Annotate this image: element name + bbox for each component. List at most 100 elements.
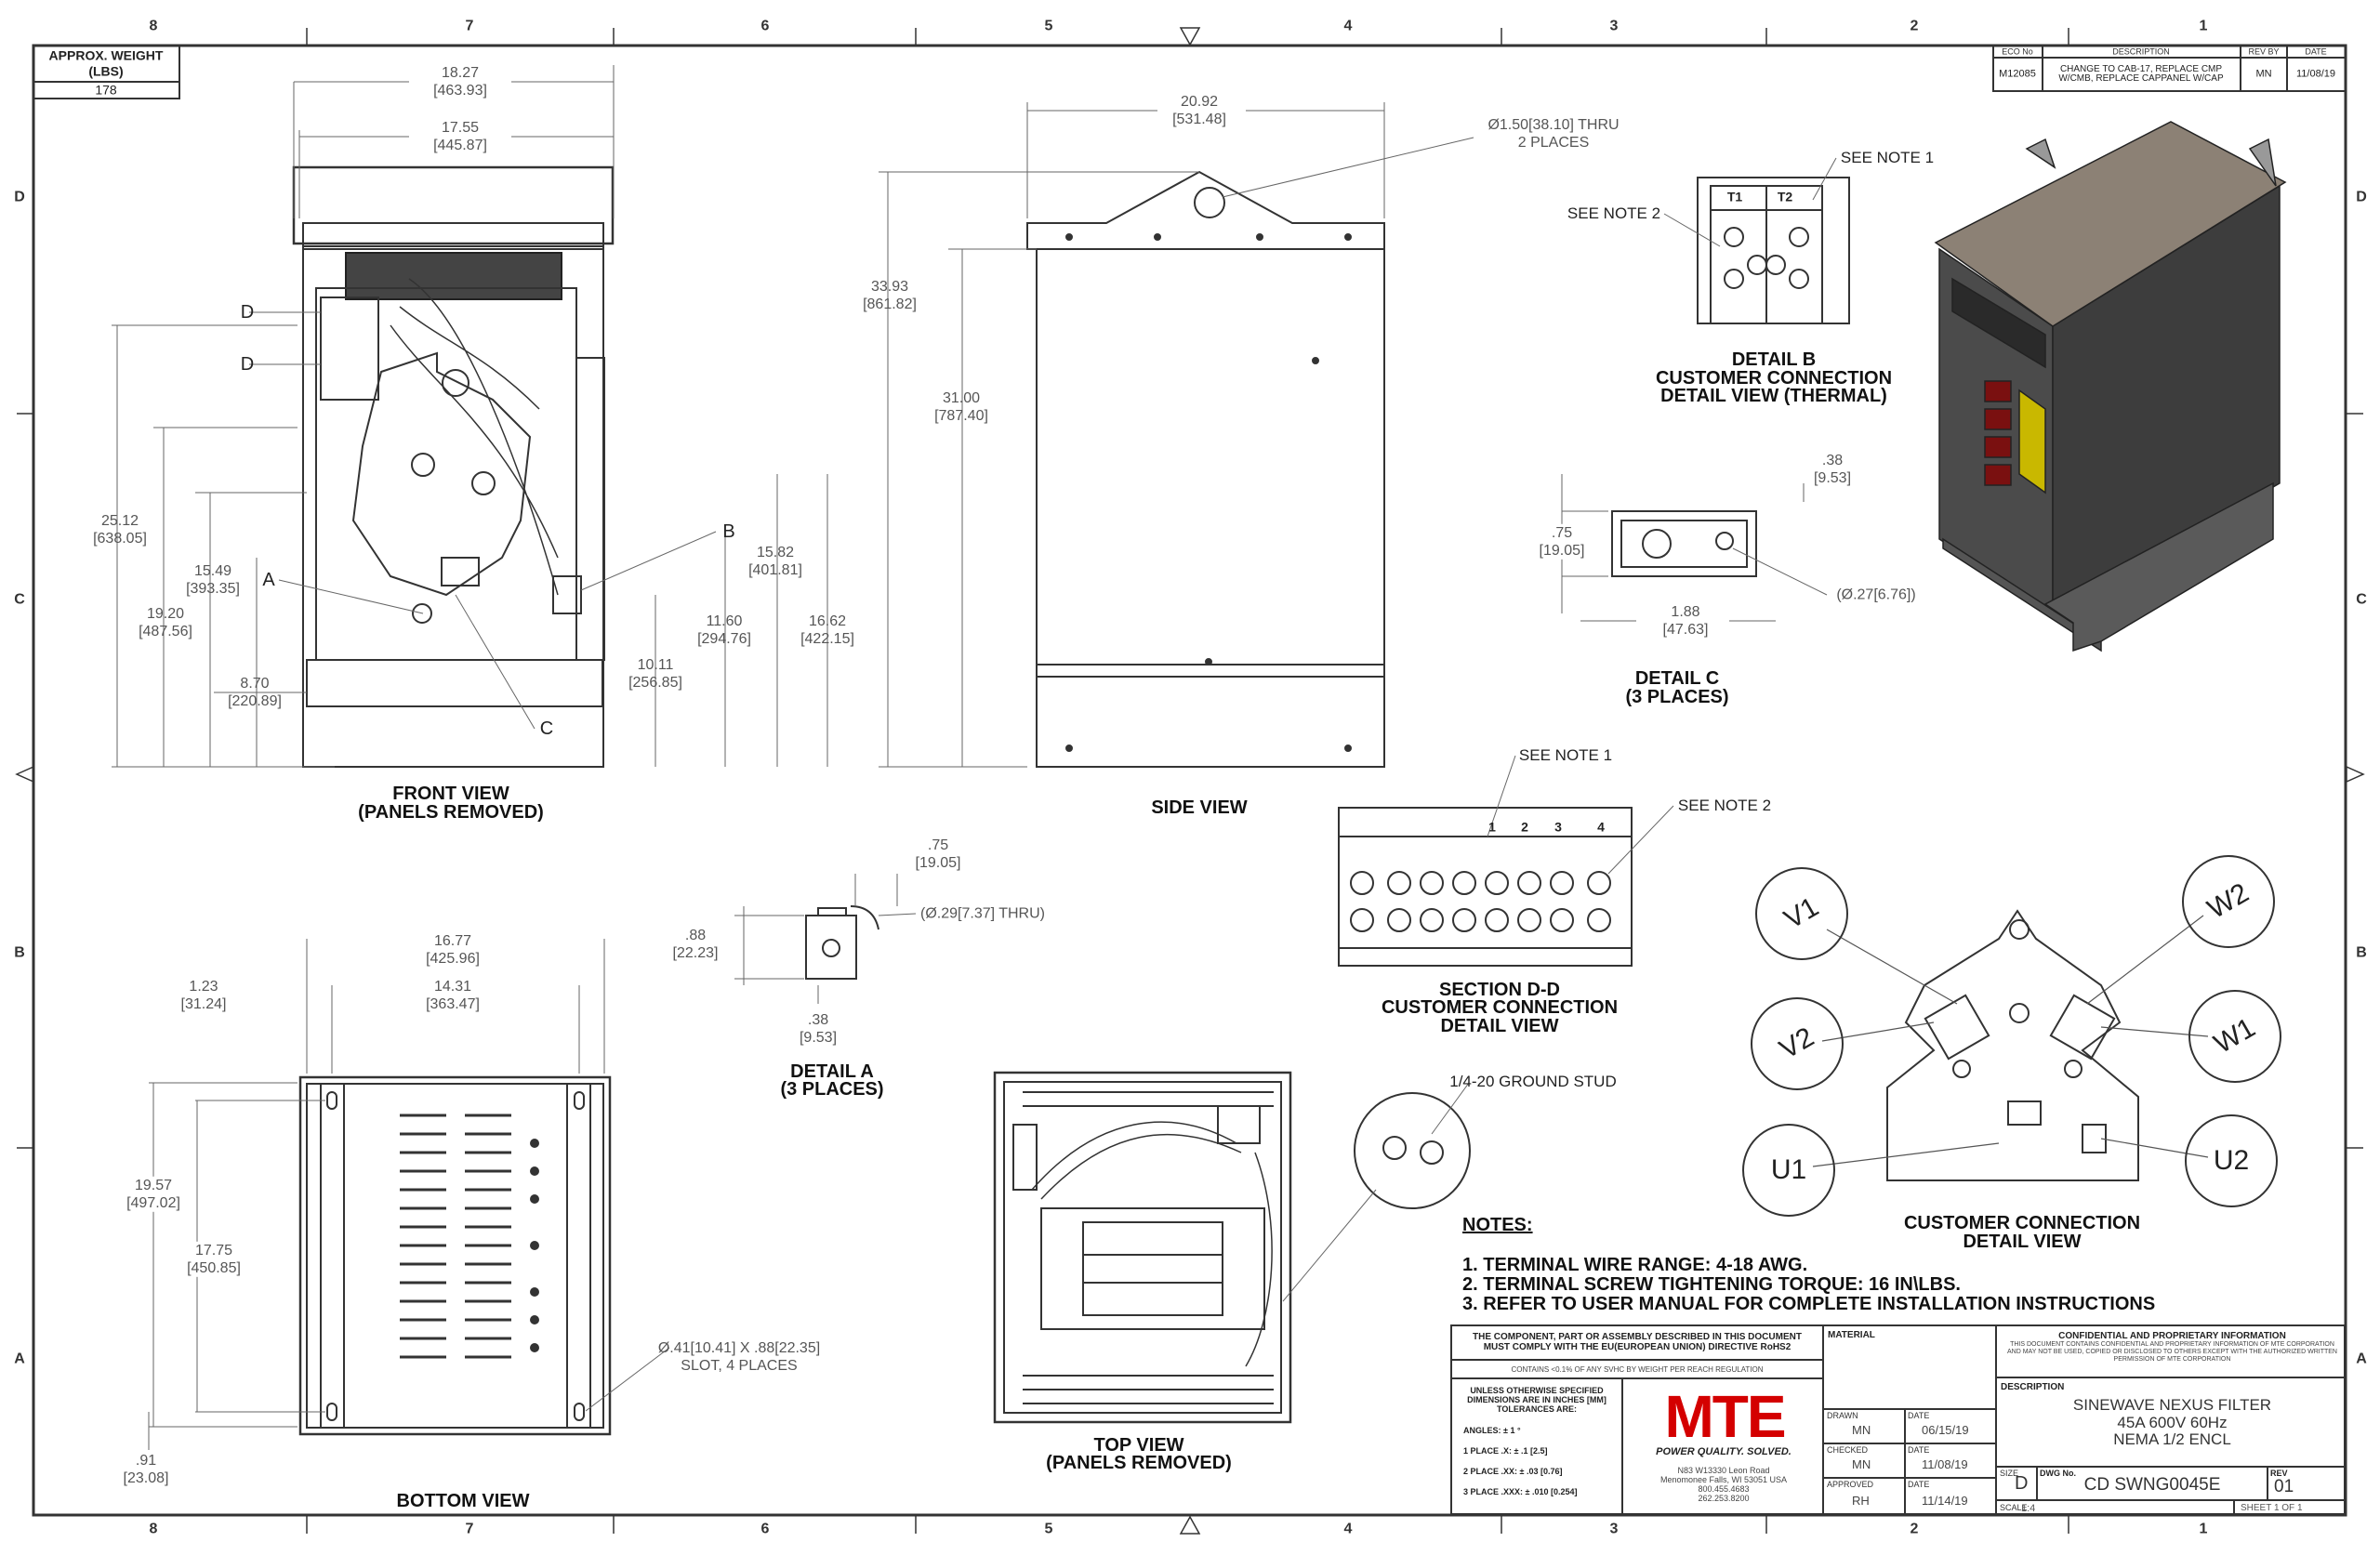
drawn-label: DRAWN xyxy=(1827,1411,1858,1420)
top-view-drawing xyxy=(993,1071,1471,1424)
hole-note: (Ø.27[6.76]) xyxy=(1836,586,1916,603)
checked-label: CHECKED xyxy=(1827,1445,1869,1455)
dim: .38[9.53] xyxy=(1813,452,1852,486)
section-dd-subtitle: CUSTOMER CONNECTION xyxy=(1381,997,1619,1018)
terminal-u1: U1 xyxy=(1770,1154,1807,1185)
dim: 10.11[256.85] xyxy=(628,656,682,691)
section-dd-title: SECTION D-D xyxy=(1439,980,1560,1000)
callout-b: B xyxy=(722,521,735,542)
sheet-number: SHEET 1 OF 1 xyxy=(2241,1503,2303,1513)
see-note-1: SEE NOTE 1 xyxy=(1840,148,1935,166)
zone-label: 6 xyxy=(760,1521,770,1537)
dim: 17.75[450.85] xyxy=(187,1241,241,1278)
isometric-enclosure-drawing xyxy=(1934,121,2287,652)
side-view-drawing xyxy=(879,102,1474,768)
rev-header-eco: ECO No xyxy=(2002,46,2033,57)
terminal-t2: T2 xyxy=(1777,189,1793,204)
rev-by: MN xyxy=(2255,68,2272,80)
section-dd-subtitle: DETAIL VIEW xyxy=(1440,1016,1559,1036)
zone-label: 1 xyxy=(2199,18,2208,34)
zone-label: A xyxy=(2356,1351,2367,1367)
dim: .38[9.53] xyxy=(799,1011,838,1046)
zone-label: 6 xyxy=(760,18,770,34)
note-item: 2. TERMINAL SCREW TIGHTENING TORQUE: 16 … xyxy=(1462,1274,1961,1295)
callout-a: A xyxy=(262,570,275,590)
dim-width-overall: 18.27[463.93] xyxy=(433,64,487,99)
dim: 14.31[363.47] xyxy=(426,978,480,1012)
see-note-1: SEE NOTE 1 xyxy=(1518,745,1613,764)
hole-note: (Ø.29[7.37] THRU) xyxy=(920,905,1045,922)
note-item: 3. REFER TO USER MANUAL FOR COMPLETE INS… xyxy=(1462,1294,2156,1314)
side-view-title: SIDE VIEW xyxy=(1151,797,1248,818)
dim: 1.23[31.24] xyxy=(180,978,227,1012)
zone-label: 8 xyxy=(149,18,158,34)
drawing-number: CD SWNG0045E xyxy=(2083,1475,2221,1495)
zone-label: 3 xyxy=(1609,18,1619,34)
sheet-size: D xyxy=(2015,1473,2029,1494)
callout-d: D xyxy=(240,302,255,323)
zone-label: D xyxy=(14,189,25,205)
zone-label: 7 xyxy=(465,18,474,34)
dim: .75[19.05] xyxy=(1539,523,1585,560)
zone-label: 2 xyxy=(1910,18,1919,34)
dim: .75[19.05] xyxy=(915,837,961,871)
zone-label: B xyxy=(2356,944,2367,961)
approved-date: 11/14/19 xyxy=(1922,1494,1968,1508)
top-view-title: TOP VIEW xyxy=(1093,1435,1184,1456)
dim: .88[22.23] xyxy=(672,927,719,961)
detail-b-drawing xyxy=(1663,157,1850,324)
top-view-subtitle: (PANELS REMOVED) xyxy=(1046,1453,1232,1473)
section-dd-drawing xyxy=(1338,755,1674,967)
rev-label: REV xyxy=(2270,1469,2288,1478)
dim: 11.60[294.76] xyxy=(697,613,751,647)
slot-note: Ø.41[10.41] X .88[22.35]SLOT, 4 PLACES xyxy=(657,1339,821,1374)
bottom-view-drawing xyxy=(148,939,670,1450)
detail-a-subtitle: (3 PLACES) xyxy=(780,1079,884,1100)
rohs-statement: THE COMPONENT, PART OR ASSEMBLY DESCRIBE… xyxy=(1452,1326,1824,1361)
zone-label: A xyxy=(14,1351,25,1367)
rev-header-date: DATE xyxy=(2305,46,2327,57)
ground-stud-label: 1/4-20 GROUND STUD xyxy=(1449,1072,1617,1090)
company-block: MTE POWER QUALITY. SOLVED. N83 W13330 Le… xyxy=(1623,1379,1824,1513)
position-number: 1 xyxy=(1488,819,1496,835)
size-label: SIZE xyxy=(2000,1469,2019,1478)
callout-c: C xyxy=(539,718,554,739)
zone-label: 8 xyxy=(149,1521,158,1537)
rev-eco: M12085 xyxy=(1999,68,2036,80)
dim: 1.88[47.63] xyxy=(1662,603,1709,638)
tagline: POWER QUALITY. SOLVED. xyxy=(1656,1446,1792,1457)
callout-d: D xyxy=(240,354,255,375)
dim: 33.93[861.82] xyxy=(863,278,917,312)
detail-a-title: DETAIL A xyxy=(790,1061,874,1082)
description-label: DESCRIPTION xyxy=(2001,1382,2065,1392)
material-label: MATERIAL xyxy=(1828,1330,1875,1340)
rev-header-description: DESCRIPTION xyxy=(2112,46,2170,57)
zone-label: 7 xyxy=(465,1521,474,1537)
detail-b-subtitle: CUSTOMER CONNECTION xyxy=(1655,368,1893,389)
rev-description: CHANGE TO CAB-17, REPLACE CMP W/CMB, REP… xyxy=(2058,64,2224,84)
detail-b-title: DETAIL B xyxy=(1731,349,1817,370)
dim: 25.12[638.05] xyxy=(93,512,147,547)
dim: 15.49[393.35] xyxy=(186,562,240,597)
dim-width-enclosure: 17.55[445.87] xyxy=(433,119,487,153)
zone-label: C xyxy=(2356,591,2367,608)
position-number: 3 xyxy=(1554,819,1562,835)
zone-label: D xyxy=(2356,189,2367,205)
rev-date: 11/08/19 xyxy=(2295,68,2336,80)
zone-label: 1 xyxy=(2199,1521,2208,1537)
zone-label: 5 xyxy=(1044,18,1053,34)
zone-label: 2 xyxy=(1910,1521,1919,1537)
notes-title: NOTES: xyxy=(1462,1215,1533,1235)
terminal-t1: T1 xyxy=(1726,189,1743,204)
weight-label: APPROX. WEIGHT xyxy=(48,47,164,63)
detail-c-subtitle: (3 PLACES) xyxy=(1625,687,1729,707)
dim: 19.57[497.02] xyxy=(126,1176,180,1213)
checked-date: 11/08/19 xyxy=(1922,1457,1968,1471)
date-label: DATE xyxy=(1908,1445,1930,1455)
zone-label: C xyxy=(14,591,25,608)
zone-label: B xyxy=(14,944,25,961)
drawn-by: MN xyxy=(1852,1423,1871,1437)
customer-connection-drawing xyxy=(1742,855,2281,1217)
